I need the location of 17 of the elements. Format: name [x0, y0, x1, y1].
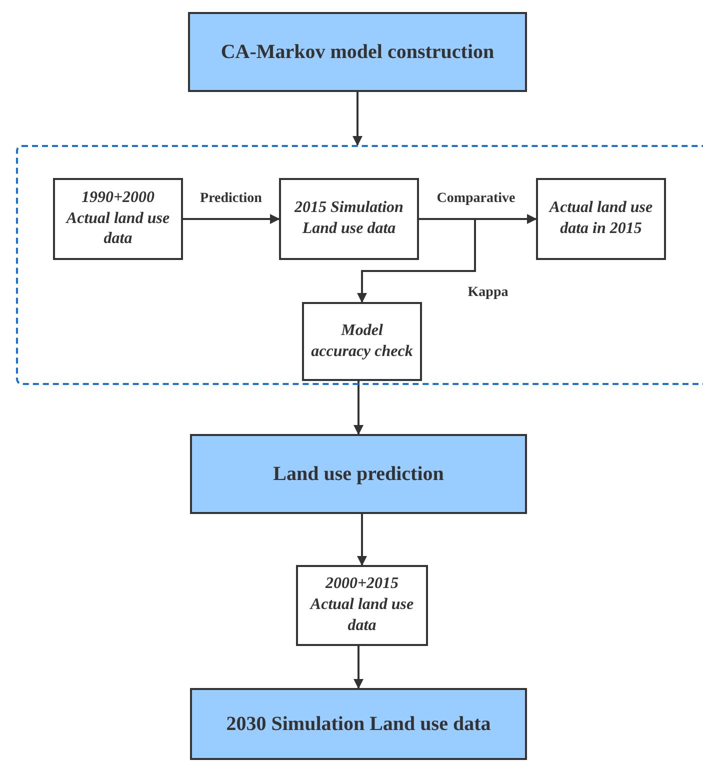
data-box: Actual land use data in 2015 — [536, 178, 666, 260]
arrow — [183, 214, 280, 224]
arrow — [357, 514, 367, 566]
data-box: Model accuracy check — [302, 302, 422, 381]
edge-label: Kappa — [466, 285, 510, 301]
process-box: CA-Markov model construction — [188, 12, 527, 92]
arrow — [354, 381, 364, 435]
arrow — [354, 646, 364, 689]
data-box: 1990+2000 Actual land use data — [53, 178, 183, 260]
data-box: 2015 Simulation Land use data — [279, 178, 419, 260]
dashed-group-frame — [16, 145, 703, 385]
arrow — [352, 92, 362, 146]
data-box: 2000+2015 Actual land use data — [296, 565, 428, 646]
edge-label: Comparative — [434, 191, 518, 207]
process-box: Land use prediction — [190, 434, 527, 514]
arrow — [357, 218, 476, 303]
process-box: 2030 Simulation Land use data — [190, 688, 527, 760]
